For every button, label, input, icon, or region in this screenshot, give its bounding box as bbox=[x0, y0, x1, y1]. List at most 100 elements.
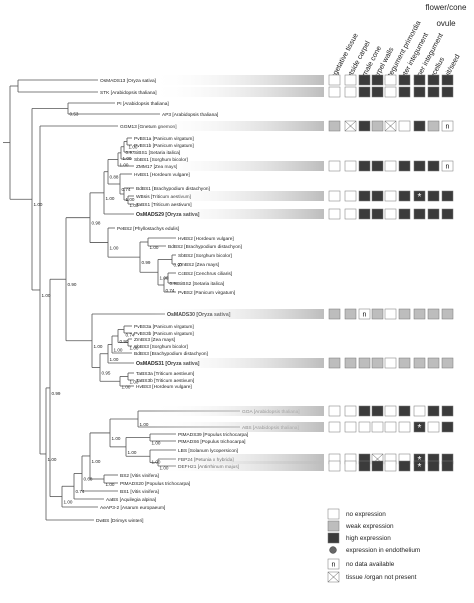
expression-cell bbox=[398, 86, 411, 98]
expression-cell bbox=[344, 190, 357, 202]
support-value: 1.00 bbox=[130, 203, 139, 208]
expression-fade-bar bbox=[150, 75, 324, 85]
support-value: 0.95 bbox=[102, 371, 111, 376]
taxon-label: LBS [Solanum lycopersicon] bbox=[178, 448, 238, 454]
expression-cell bbox=[427, 357, 440, 369]
support-value: 1.00 bbox=[110, 357, 119, 362]
expression-cell bbox=[398, 405, 411, 417]
support-value: 1.00 bbox=[106, 196, 115, 201]
support-value: 1.00 bbox=[129, 145, 138, 150]
support-value: 1.00 bbox=[92, 459, 101, 464]
expression-cell bbox=[384, 208, 397, 220]
legend-label: no data available bbox=[346, 561, 395, 568]
expression-cell bbox=[358, 120, 371, 132]
header-ovule: ovule bbox=[436, 19, 456, 28]
legend-swatch bbox=[329, 546, 337, 554]
expression-cell bbox=[344, 74, 357, 86]
support-value: 1.00 bbox=[123, 156, 132, 161]
cell-cross bbox=[344, 120, 357, 132]
taxon-label: BdBS2 [Brachypodium distachyon] bbox=[168, 244, 242, 250]
expression-cell bbox=[358, 74, 371, 86]
expression-cell bbox=[441, 160, 454, 172]
taxon-label: ZmBS3 [Zea mays] bbox=[134, 337, 175, 343]
support-value: 0.98 bbox=[92, 221, 101, 226]
taxon-label: AaBS [Aquilegia alpina] bbox=[106, 497, 156, 503]
expression-fade-bar bbox=[150, 358, 324, 368]
support-value: 0.98 bbox=[170, 281, 179, 286]
expression-cell bbox=[413, 74, 426, 86]
expression-cell bbox=[384, 160, 397, 172]
expression-cell bbox=[427, 120, 440, 132]
taxon-label: HvBS2 [Hordeum vulgare] bbox=[178, 236, 234, 242]
expression-cell bbox=[384, 460, 397, 472]
expression-cell bbox=[371, 460, 384, 472]
taxon-label: ZmBS2 [Zea mays] bbox=[178, 262, 219, 268]
support-value: 0.97 bbox=[174, 263, 183, 268]
expression-cell bbox=[413, 460, 426, 472]
taxon-label: OsMADS13 [Oryza sativa] bbox=[100, 78, 156, 84]
support-value: 1.00 bbox=[152, 441, 161, 446]
expression-fade-bar bbox=[150, 121, 324, 131]
expression-cell bbox=[358, 460, 371, 472]
taxon-label: GGM13 [Gnetum gnemon] bbox=[120, 124, 177, 130]
taxon-label: SiBS2 [Setaria italica] bbox=[178, 281, 224, 287]
support-value: 1.00 bbox=[64, 500, 73, 505]
support-value: 0.90 bbox=[120, 339, 129, 344]
expression-cell bbox=[384, 357, 397, 369]
expression-cell bbox=[358, 421, 371, 433]
expression-fade-bar bbox=[150, 161, 324, 171]
taxon-label: PeBS2 [Phyllostachys edulis] bbox=[117, 226, 179, 232]
expression-cell bbox=[413, 405, 426, 417]
expression-cell bbox=[384, 86, 397, 98]
legend-label: expression in endothelium bbox=[346, 547, 420, 554]
taxon-label: DwBS [Drimys winteri] bbox=[96, 518, 143, 524]
expression-fade-bar bbox=[150, 87, 324, 97]
expression-cell bbox=[427, 308, 440, 320]
legend-label: tissue /organ not present bbox=[346, 574, 417, 581]
expression-cell bbox=[358, 208, 371, 220]
support-value: 1.00 bbox=[126, 197, 135, 202]
cell-no-data: n bbox=[446, 164, 450, 171]
expression-cell bbox=[358, 190, 371, 202]
legend-swatch bbox=[327, 520, 340, 532]
taxon-label: HvBS3 [Hordeum vulgare] bbox=[136, 384, 192, 390]
expression-fade-bar bbox=[150, 209, 324, 219]
taxon-label: PvBS2 [Panicum virgatum] bbox=[178, 290, 235, 296]
expression-cell bbox=[328, 357, 341, 369]
cell-cross bbox=[384, 120, 397, 132]
taxon-label: PI [Arabidopsis thaliana] bbox=[117, 101, 169, 107]
expression-cell bbox=[427, 405, 440, 417]
expression-cell bbox=[398, 190, 411, 202]
taxon-label: SbBS1 [Sorghum bicolor] bbox=[134, 157, 188, 163]
taxon-label: SiBS1 [Setaria italica] bbox=[134, 150, 180, 156]
support-value: 0.90 bbox=[68, 282, 77, 287]
expression-cell bbox=[328, 190, 341, 202]
expression-cell bbox=[413, 308, 426, 320]
expression-cell bbox=[427, 160, 440, 172]
taxon-label: HvBS1 [Hordeum vulgare] bbox=[134, 172, 190, 178]
taxon-label: PvBS3a [Panicum virgatum] bbox=[134, 324, 194, 330]
expression-cell bbox=[413, 208, 426, 220]
expression-fade-bar bbox=[150, 454, 324, 464]
expression-cell bbox=[441, 405, 454, 417]
cell-endothelium: * bbox=[418, 455, 422, 466]
expression-cell bbox=[384, 74, 397, 86]
expression-cell bbox=[427, 460, 440, 472]
column-headers: flower/cone ovule vegetative tissueoutsi… bbox=[327, 3, 467, 83]
expression-cell bbox=[344, 357, 357, 369]
support-value: 1.00 bbox=[110, 246, 119, 251]
expression-cell bbox=[371, 86, 384, 98]
expression-cell bbox=[398, 160, 411, 172]
expression-cell bbox=[398, 208, 411, 220]
taxon-label: AeAP3-2 [Asarum europaeum] bbox=[100, 505, 165, 511]
expression-fade-bar bbox=[150, 406, 324, 416]
expression-cell bbox=[398, 421, 411, 433]
taxon-label: PtMADS39 [Populus trichocarpa] bbox=[178, 432, 248, 438]
expression-cell bbox=[344, 86, 357, 98]
expression-fade-bar bbox=[150, 422, 324, 432]
expression-cell bbox=[344, 308, 357, 320]
expression-cell bbox=[384, 421, 397, 433]
taxon-label: BS1 [Vitis vinifera] bbox=[120, 489, 159, 495]
expression-cell bbox=[371, 357, 384, 369]
